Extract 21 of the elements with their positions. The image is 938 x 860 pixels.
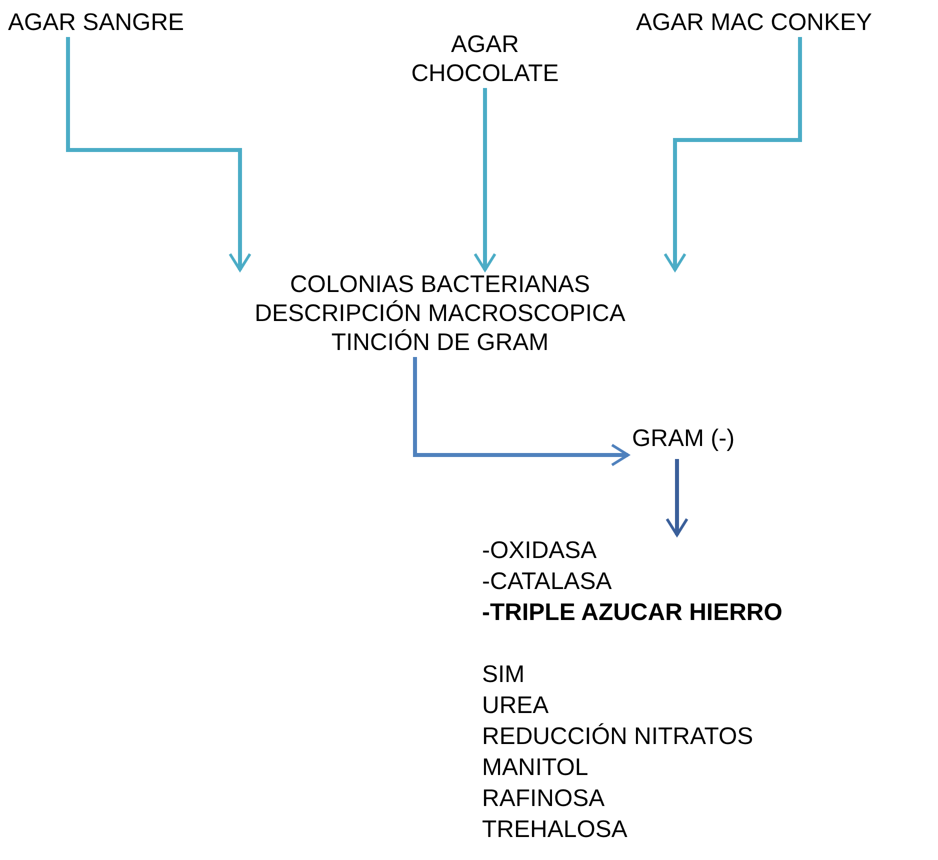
test-name: SIM [482,660,526,690]
node-label: AGAR SANGRE [8,8,186,37]
test-name: UREA [482,691,550,721]
arrow [666,459,688,536]
test-name: RAFINOSA [482,784,606,814]
test-name: -TRIPLE AZUCAR HIERRO [482,598,784,628]
test-name: REDUCCIÓN NITRATOS [482,722,754,752]
arrow [474,88,496,272]
test-name: MANITOL [482,753,590,783]
arrow [413,357,630,466]
test-name: -OXIDASA [482,536,598,566]
node-label: AGAR MAC CONKEY [636,8,874,37]
step-text: DESCRIPCIÓN MACROSCOPICA [254,299,626,328]
step-text: TINCIÓN DE GRAM [330,328,550,357]
node-label: GRAM (-) [632,424,736,453]
arrow [664,37,802,272]
step-text: COLONIAS BACTERIANAS [288,270,592,299]
test-name: TREHALOSA [482,815,628,845]
node-label: AGAR CHOCOLATE [410,30,560,88]
arrow [66,37,252,272]
test-name: -CATALASA [482,567,613,597]
